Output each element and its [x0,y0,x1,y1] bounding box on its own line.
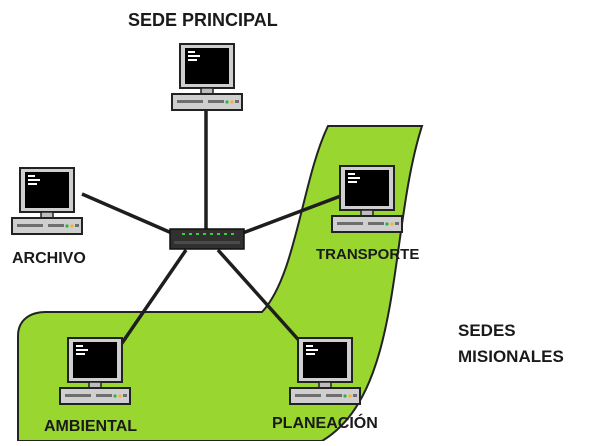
region-label-line-2: MISIONALES [458,347,564,366]
region-label: SEDES MISIONALES [458,318,564,370]
link-archivo [81,192,175,236]
link-transporte [239,192,347,236]
label-planeacion: PLANEACIÓN [272,415,378,432]
link-ambiental [118,249,188,347]
link-planeacion [216,248,306,348]
computer-icon-archivo [11,167,83,235]
label-sede-principal: SEDE PRINCIPAL [128,10,278,30]
network-links [81,106,347,348]
region-label-line-1: SEDES [458,321,516,340]
computer-icon-transporte [331,165,403,233]
computer-icon-planeacion [289,337,361,405]
network-switch-icon [169,228,245,250]
computer-icon-ambiental [59,337,131,405]
computer-icon-principal [171,43,243,111]
label-archivo: ARCHIVO [12,250,86,267]
label-ambiental: AMBIENTAL [44,418,138,435]
label-transporte: TRANSPORTE [316,246,420,263]
